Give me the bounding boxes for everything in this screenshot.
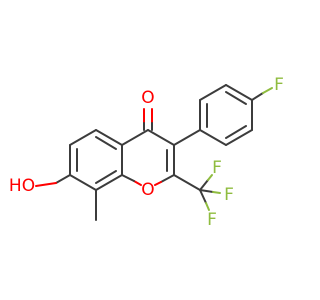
cf3-fluorine-bottom-label: F	[207, 210, 217, 230]
benzo-ring	[69, 129, 123, 191]
hydroxyl-label: HO	[9, 176, 35, 196]
aryl-fluorine-bond	[251, 87, 273, 101]
trifluoromethyl-bonds	[173, 174, 221, 211]
carbonyl-bond	[143, 108, 153, 131]
aryl-fluorine-label: F	[274, 75, 284, 95]
chemical-structure: O O HO F F F F	[9, 75, 284, 230]
pyranone-ring	[121, 129, 175, 186]
carbonyl-oxygen-label: O	[141, 88, 154, 108]
ring-oxygen-label: O	[141, 180, 154, 200]
hydroxyl-bond	[35, 174, 71, 187]
cf3-fluorine-right-label: F	[224, 185, 234, 205]
fluorophenyl-ring	[173, 84, 253, 146]
cf3-fluorine-top-label: F	[212, 158, 222, 178]
